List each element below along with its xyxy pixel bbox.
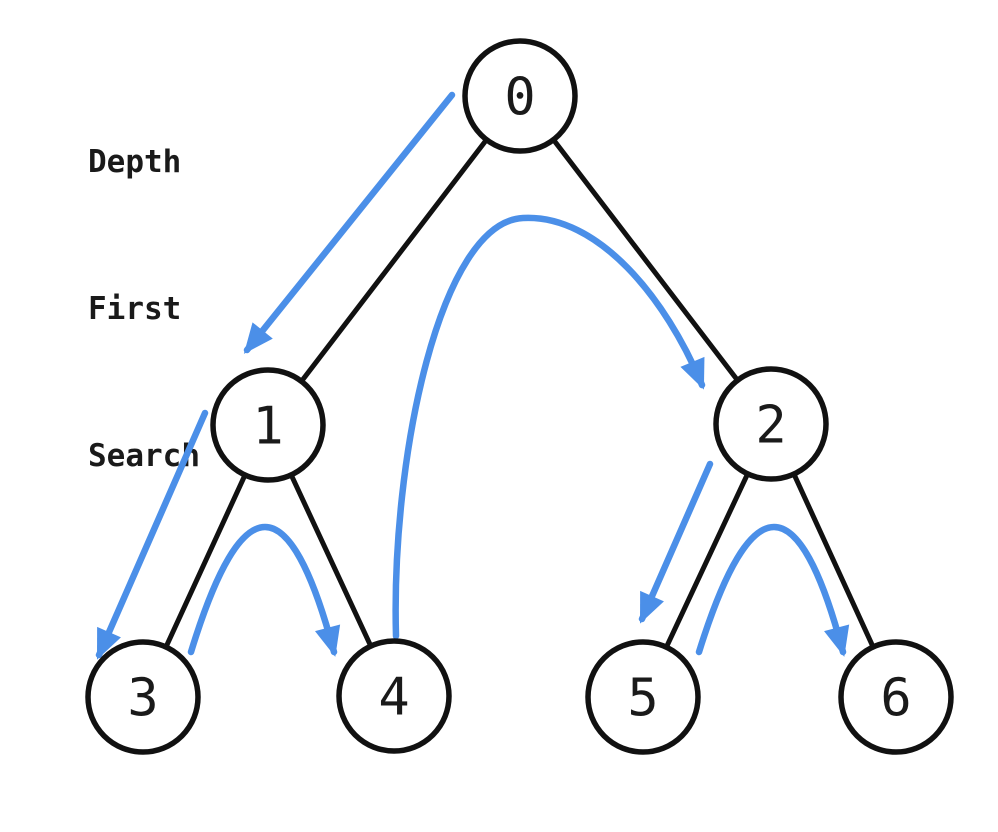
node-label: 1 — [252, 397, 283, 457]
node-circle — [210, 367, 326, 483]
tree-node-2: 2 — [713, 366, 829, 482]
node-label: 3 — [127, 669, 158, 729]
tree-node-5: 5 — [585, 639, 701, 755]
arrow-3-to-4 — [187, 523, 341, 657]
tree-node-4: 4 — [336, 638, 452, 754]
node-circle — [713, 366, 829, 482]
tree-edge-0-2 — [517, 93, 774, 427]
node-label: 6 — [880, 669, 911, 729]
node-circle — [838, 639, 954, 755]
title-line-1: Depth — [88, 144, 182, 180]
arrow-0-to-1 — [243, 91, 456, 354]
arrow-5-to-6 — [695, 523, 850, 657]
node-circle — [585, 639, 701, 755]
node-label: 0 — [504, 68, 535, 128]
node-circle — [462, 38, 578, 154]
node-circle — [336, 638, 452, 754]
tree-edge-0-1 — [265, 93, 523, 428]
arrow-2-to-5 — [638, 460, 714, 624]
tree-node-6: 6 — [838, 639, 954, 755]
arrow-1-to-3 — [95, 409, 209, 660]
node-label: 5 — [627, 669, 658, 729]
tree-node-3: 3 — [85, 639, 201, 755]
title-line-2: First — [88, 291, 182, 327]
node-circle — [85, 639, 201, 755]
tree-node-1: 1 — [210, 367, 326, 483]
node-label: 2 — [755, 396, 786, 456]
arrow-4-to-2 — [392, 214, 706, 640]
tree-node-0: 0 — [462, 38, 578, 154]
node-label: 4 — [378, 668, 409, 728]
